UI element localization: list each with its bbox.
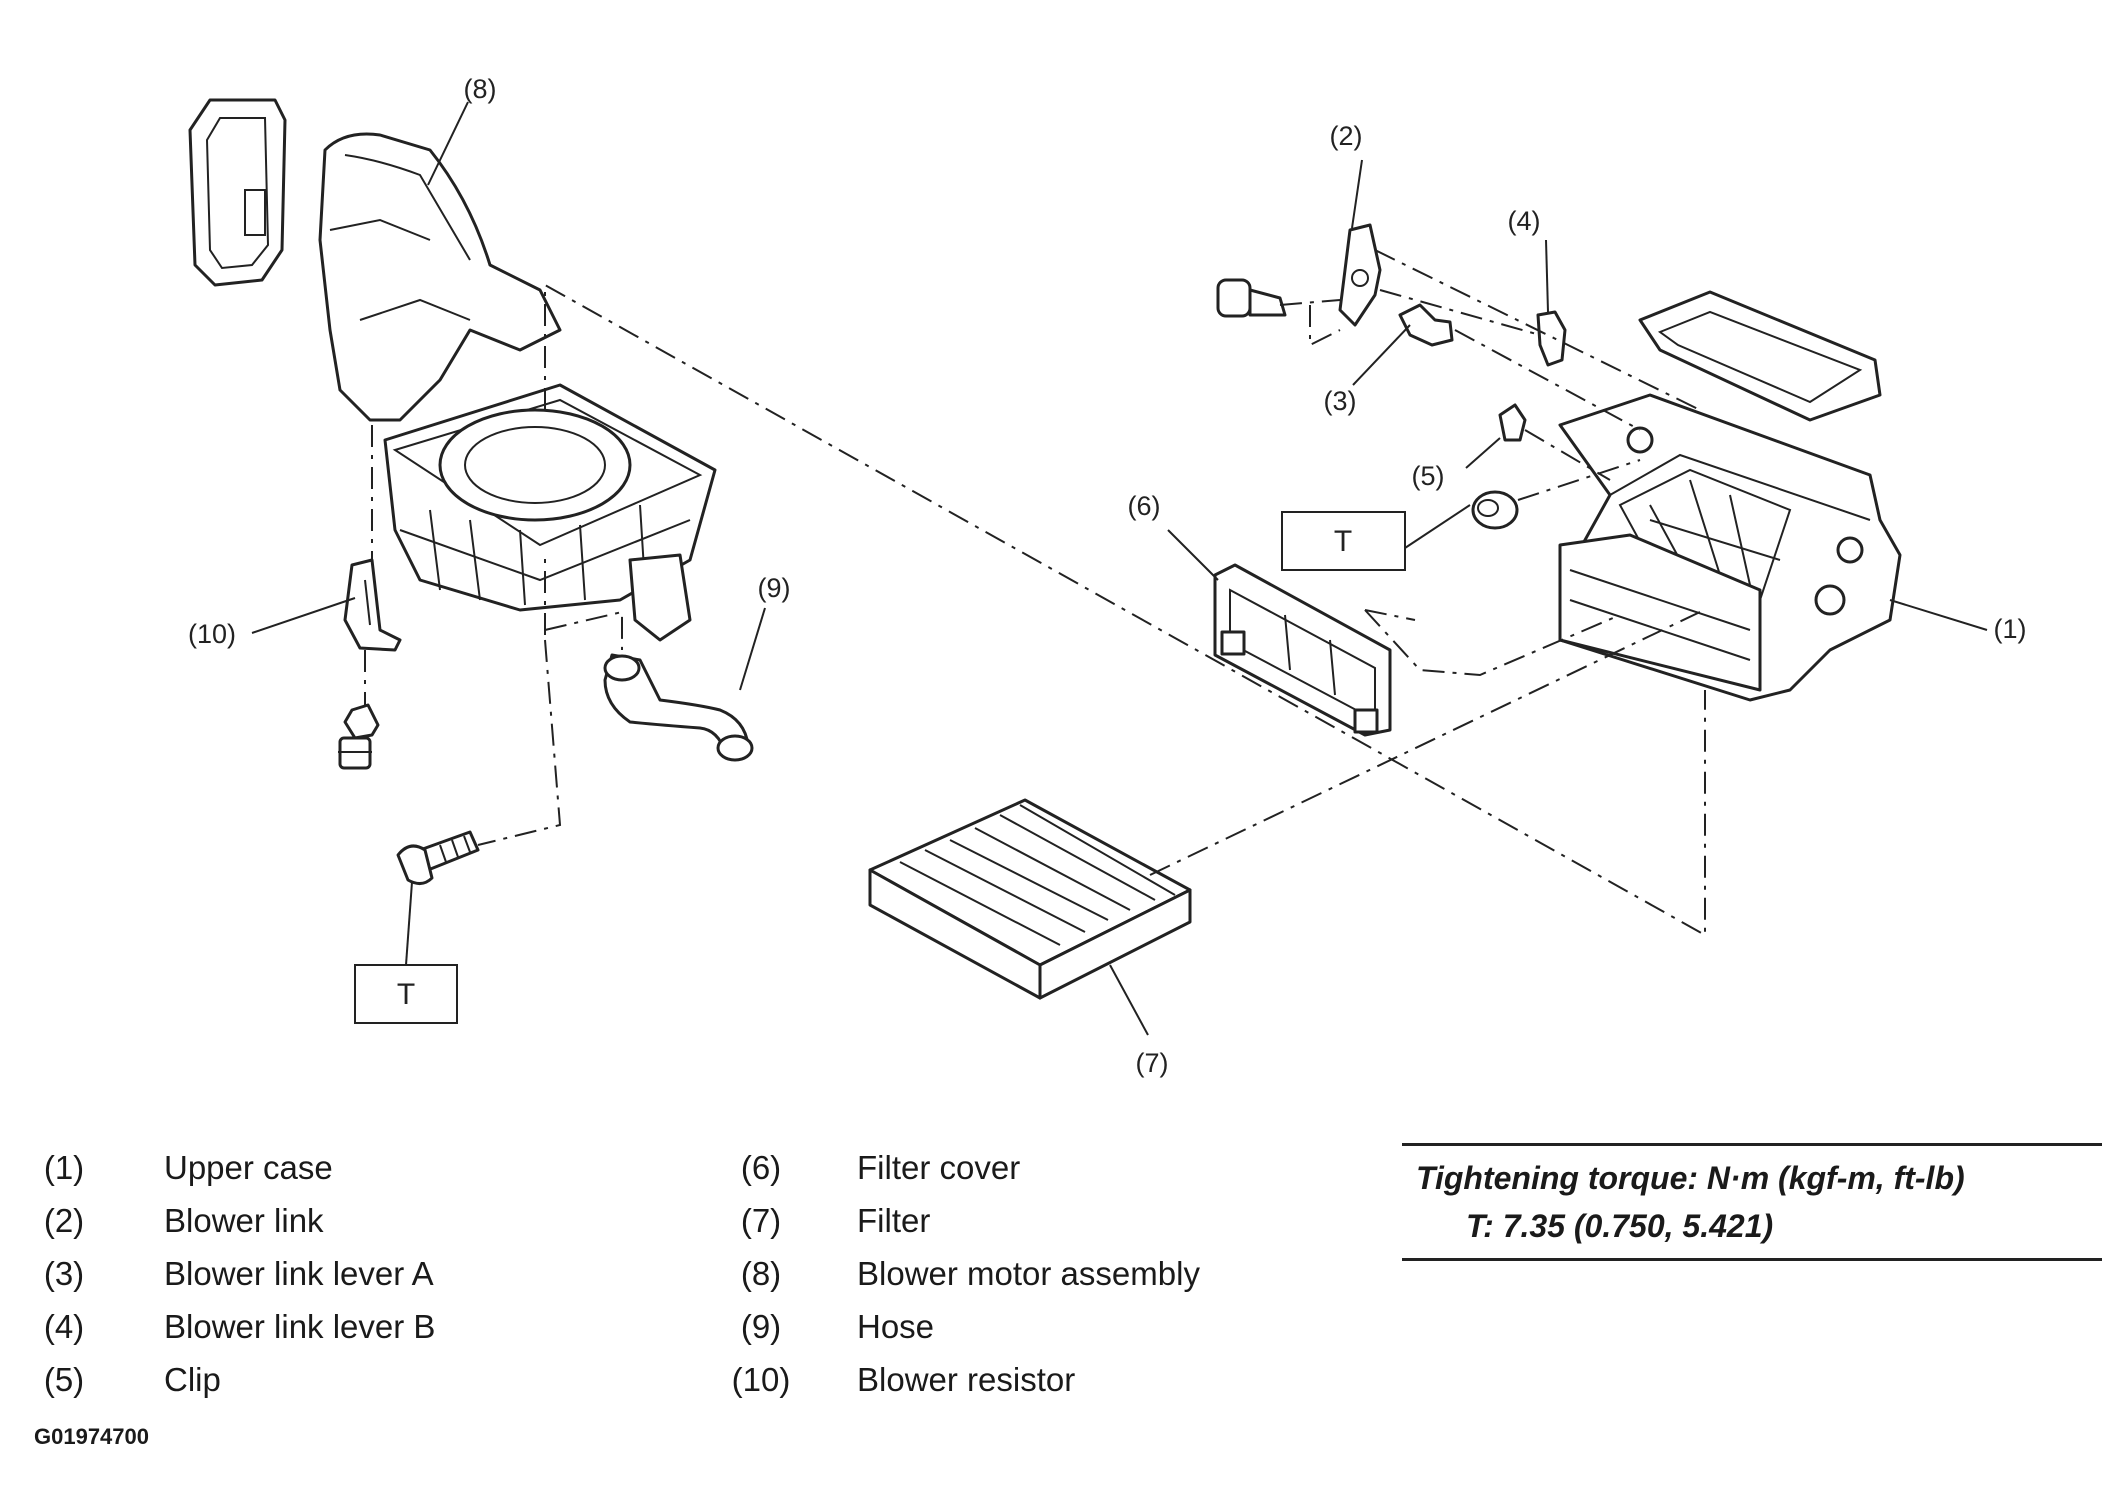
blower-link-lever-a xyxy=(1398,303,1454,347)
legend-name: Filter xyxy=(857,1202,931,1239)
legend-name: Blower link lever A xyxy=(164,1255,434,1292)
legend-row: (6) Filter cover xyxy=(725,1141,1200,1194)
legend-name: Filter cover xyxy=(857,1149,1021,1186)
callout-2: (2) xyxy=(1330,121,1363,151)
parts-legend-right: (6) Filter cover (7) Filter (8) Blower moto… xyxy=(725,1141,1200,1406)
filter xyxy=(868,798,1192,1000)
legend-row: (9) Hose xyxy=(725,1300,1200,1353)
blower-link-lever-b xyxy=(1536,310,1567,367)
resistor-screw xyxy=(338,703,380,770)
legend-row: (5) Clip xyxy=(34,1353,435,1406)
blower-resistor xyxy=(343,558,402,652)
screw-upper xyxy=(1216,278,1287,318)
blower-motor-assembly xyxy=(318,132,717,642)
torque-header: Tightening torque: N·m (kgf-m, ft-lb) xyxy=(1416,1160,1965,1196)
legend-name: Blower resistor xyxy=(857,1361,1076,1398)
parts-legend-left: (1) Upper case (2) Blower link (3) Blower l… xyxy=(34,1141,436,1406)
legend-row: (7) Filter xyxy=(725,1194,1200,1247)
callout-1: (1) xyxy=(1994,614,2027,644)
legend-num: (2) xyxy=(43,1202,85,1239)
hose xyxy=(603,653,754,762)
callout-7: (7) xyxy=(1136,1048,1169,1078)
legend-num: (9) xyxy=(740,1308,782,1345)
upper-case xyxy=(1558,393,1902,702)
callout-9: (9) xyxy=(758,573,791,603)
torque-mark-right: T xyxy=(1334,525,1352,558)
callout-6: (6) xyxy=(1128,491,1161,521)
callout-3: (3) xyxy=(1324,386,1357,416)
legend-num: (4) xyxy=(43,1308,85,1345)
legend-name: Clip xyxy=(164,1361,221,1398)
legend-row: (4) Blower link lever B xyxy=(34,1300,436,1353)
callout-5: (5) xyxy=(1412,461,1445,491)
legend-num: (3) xyxy=(43,1255,85,1292)
clip xyxy=(1498,403,1527,442)
callout-8: (8) xyxy=(464,74,497,104)
torque-value: T: 7.35 (0.750, 5.421) xyxy=(1466,1208,1774,1244)
blower-link xyxy=(1338,223,1382,327)
legend-row: (8) Blower motor assembly xyxy=(725,1247,1200,1300)
torque-box-left: T xyxy=(354,964,458,1024)
legend-row: (2) Blower link xyxy=(34,1194,435,1247)
blower-gasket xyxy=(188,98,287,287)
legend-name: Blower link lever B xyxy=(164,1308,436,1345)
upper-case-gasket xyxy=(1638,290,1882,422)
callout-10: (10) xyxy=(188,619,236,649)
legend-row: (10) Blower resistor xyxy=(725,1353,1200,1406)
torque-mark-left: T xyxy=(397,978,415,1011)
torque-spec-table: Tightening torque: N·m (kgf-m, ft-lb) T:… xyxy=(1402,1143,2102,1261)
legend-num: (1) xyxy=(43,1149,85,1186)
legend-row: (1) Upper case xyxy=(34,1141,435,1194)
legend-name: Hose xyxy=(857,1308,935,1345)
callout-4: (4) xyxy=(1508,206,1541,236)
figure-code: G01974700 xyxy=(34,1424,149,1449)
leader-lines xyxy=(251,101,1988,1036)
filter-cover xyxy=(1213,563,1392,737)
legend-name: Upper case xyxy=(164,1149,333,1186)
assembly-lines xyxy=(364,249,1706,937)
legend-num: (10) xyxy=(731,1361,791,1398)
legend-name: Blower motor assembly xyxy=(857,1255,1200,1292)
legend-num: (8) xyxy=(740,1255,782,1292)
bolt-left xyxy=(396,830,480,885)
grommet xyxy=(1471,490,1519,530)
legend-num: (7) xyxy=(740,1202,782,1239)
torque-box-right: T xyxy=(1281,511,1406,571)
legend-num: (5) xyxy=(43,1361,85,1398)
legend-name: Blower link xyxy=(164,1202,324,1239)
legend-row: (3) Blower link lever A xyxy=(34,1247,435,1300)
legend-num: (6) xyxy=(740,1149,782,1186)
